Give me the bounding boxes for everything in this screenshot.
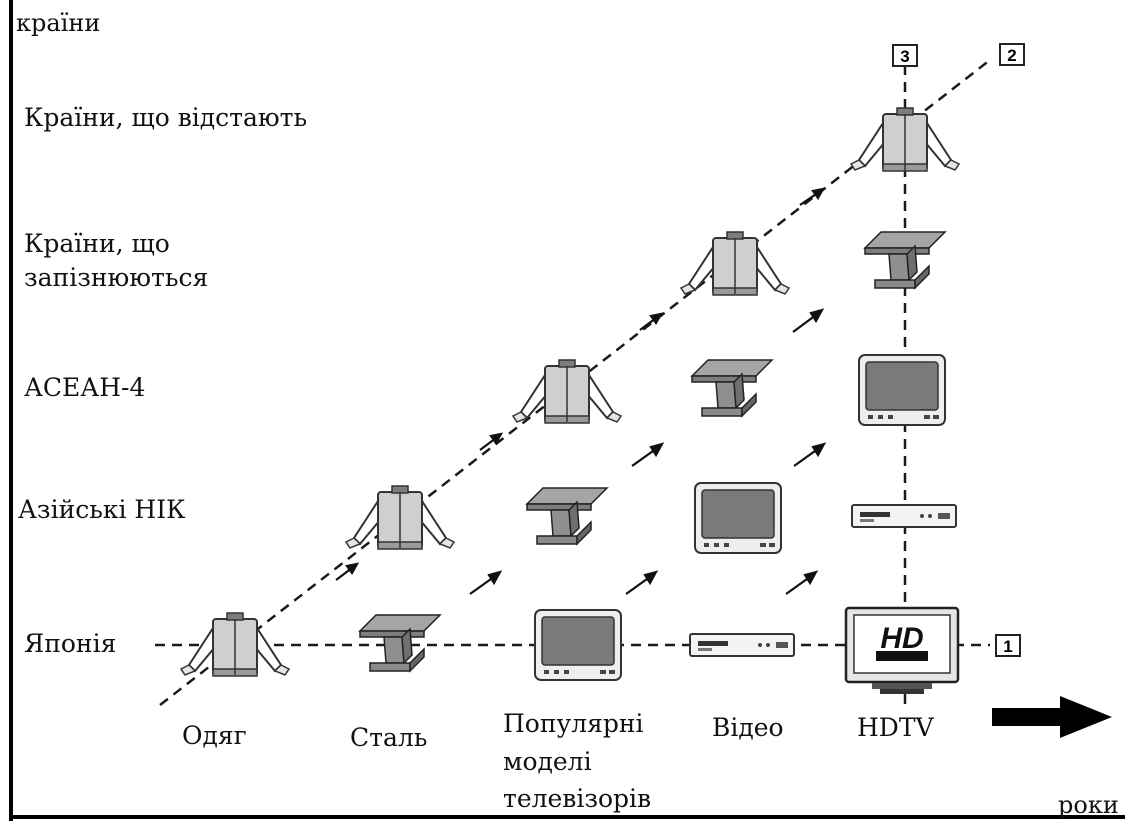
jacket-icon (345, 485, 455, 550)
time-arrow-icon (992, 696, 1112, 738)
x-axis-label: роки (1058, 791, 1119, 819)
arrow-icons (335, 187, 827, 595)
video-recorder-icon (851, 504, 957, 528)
jacket-icon (850, 107, 960, 172)
arrow-icon (479, 432, 504, 451)
line-2-diagonal (159, 59, 991, 706)
steel-beam-icon (691, 359, 773, 417)
jacket-icon (680, 231, 790, 296)
video-recorder-icon (689, 633, 795, 657)
hdtv-icon: HD (844, 606, 960, 694)
steel-beam-icon (359, 614, 441, 672)
arrow-icon (469, 570, 503, 595)
row-label-late-line2: запізнюються (24, 263, 209, 292)
tv-icon (694, 482, 782, 554)
marker-3: 3 (892, 44, 918, 67)
y-axis-label: країни (16, 9, 101, 37)
arrow-icon (631, 442, 665, 467)
row-label-lagging: Країни, що відстають (24, 103, 308, 132)
arrow-icon (799, 187, 826, 206)
product-label-video: Відео (712, 713, 784, 742)
product-label-clothing: Одяг (182, 721, 247, 750)
steel-beam-icon (526, 487, 608, 545)
marker-2: 2 (999, 43, 1025, 66)
product-label-tv-line1: Популярні (503, 709, 644, 738)
svg-text:1: 1 (1003, 637, 1012, 656)
arrow-icon (792, 308, 825, 333)
arrow-icon (335, 562, 360, 581)
product-label-tv-line3: телевізорів (503, 784, 652, 813)
tv-icon (858, 354, 946, 426)
tv-icon (534, 609, 622, 681)
row-label-japan: Японія (24, 629, 117, 658)
product-label-steel: Сталь (350, 723, 428, 752)
row-label-nics: Азійські НІК (18, 495, 186, 524)
arrow-icon (639, 312, 664, 331)
arrow-icon (625, 570, 659, 595)
arrow-icon (793, 442, 827, 467)
jacket-icon (512, 359, 622, 424)
marker-1: 1 (995, 634, 1021, 657)
arrow-icon (785, 570, 819, 595)
steel-beam-icon (864, 231, 946, 289)
svg-text:3: 3 (900, 47, 909, 66)
product-label-hdtv: HDTV (857, 713, 934, 742)
row-label-asean: АСЕАН-4 (24, 373, 146, 402)
svg-text:HD: HD (880, 622, 923, 655)
row-label-late-line1: Країни, що (24, 229, 170, 258)
svg-text:2: 2 (1007, 46, 1016, 65)
product-label-tv-line2: моделі (503, 747, 592, 776)
